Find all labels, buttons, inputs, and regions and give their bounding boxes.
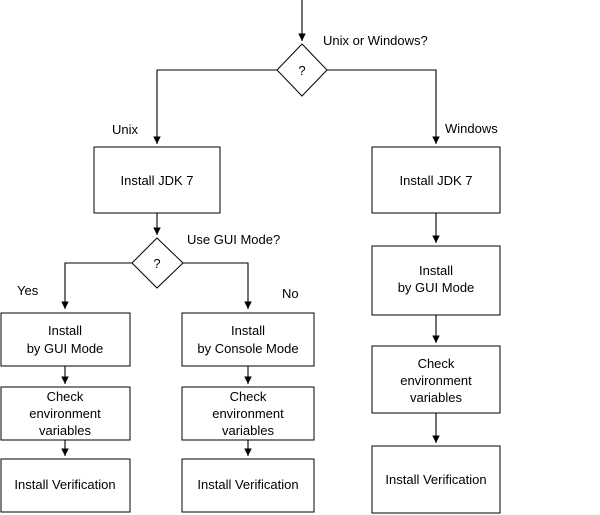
no-verify-label: Install Verification [197,477,298,492]
no-install-console-box: Install by Console Mode [181,312,315,367]
no-check-line2: environment [212,406,284,421]
yes-verify-box: Install Verification [0,458,131,513]
branch-label-windows: Windows [445,121,498,136]
windows-verify-box: Install Verification [371,445,501,514]
connectors [61,0,440,456]
yes-install-line1: Install [48,323,82,338]
windows-install-jdk-label: Install JDK 7 [400,173,473,188]
unix-install-jdk-label: Install JDK 7 [121,173,194,188]
yes-install-gui-box: Install by GUI Mode [0,312,131,367]
connector-to-unix [153,69,277,144]
decision-diamond-gui [131,237,184,289]
decision-gui-mode: ? [131,237,184,289]
no-check-env-box: Check environment variables [181,386,315,441]
no-install-line1: Install [231,323,265,338]
no-verify-box: Install Verification [181,458,315,513]
no-check-line1: Check [230,389,267,404]
connector-to-no [183,262,252,309]
windows-install-gui-box: Install by GUI Mode [371,245,501,316]
decision-label-unix-or-windows: Unix or Windows? [323,33,428,48]
windows-install-line1: Install [419,263,453,278]
windows-install-line2: by GUI Mode [398,280,475,295]
connector-to-yes [61,262,132,309]
yes-check-line2: environment [29,406,101,421]
windows-check-env-box: Check environment variables [371,345,501,414]
yes-check-line1: Check [47,389,84,404]
windows-check-line2: environment [400,373,472,388]
branch-label-no: No [282,286,299,301]
yes-install-line2: by GUI Mode [27,341,104,356]
decision-symbol: ? [298,63,305,78]
no-install-line2: by Console Mode [197,341,298,356]
branch-label-yes: Yes [17,283,39,298]
decision-diamond [276,43,328,97]
no-check-line3: variables [222,423,275,438]
decision-label-use-gui-mode: Use GUI Mode? [187,232,280,247]
decision-gui-symbol: ? [153,256,160,271]
windows-check-line1: Check [418,356,455,371]
branch-label-unix: Unix [112,122,139,137]
windows-check-line3: variables [410,390,463,405]
yes-verify-label: Install Verification [14,477,115,492]
yes-check-env-box: Check environment variables [0,386,131,441]
connector-to-windows [327,69,440,144]
decision-unix-or-windows: ? [276,43,328,97]
windows-install-jdk-box: Install JDK 7 [371,146,501,214]
unix-install-jdk-box: Install JDK 7 [93,146,221,214]
windows-verify-label: Install Verification [385,472,486,487]
yes-check-line3: variables [39,423,92,438]
